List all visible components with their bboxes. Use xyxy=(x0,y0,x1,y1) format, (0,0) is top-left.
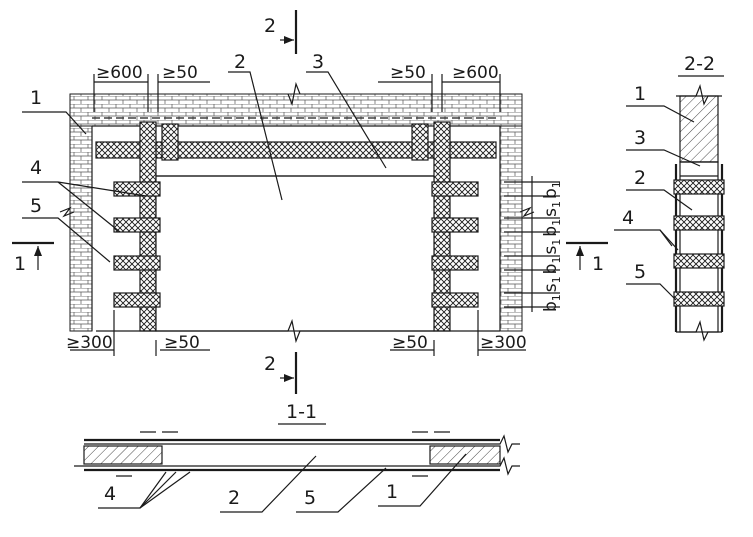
svg-text:b1s1b1s1b1s1b1: b1s1b1s1b1s1b1 xyxy=(541,181,563,312)
right-clamp-3 xyxy=(431,255,479,271)
section-cut-1-right xyxy=(566,241,608,270)
main-callout-4: 4 xyxy=(30,157,42,179)
break-mark-right xyxy=(519,206,535,218)
dim-top-right-50: ≥50 xyxy=(390,63,426,83)
main-callout-1: 1 xyxy=(30,87,42,109)
main-elevation: b1s1b1s1b1s1b1 ≥600 ≥50 ≥50 ≥600 xyxy=(12,10,608,394)
dim-bottom-left-300: ≥300 xyxy=(66,333,113,353)
opening-interior xyxy=(155,175,435,332)
right-clamp-1 xyxy=(431,181,479,197)
s22-callout-4: 4 xyxy=(622,207,634,229)
spacing-dimension xyxy=(504,176,560,312)
dim-bottom-right-300: ≥300 xyxy=(480,333,527,353)
right-clamp-2 xyxy=(431,217,479,233)
s22-break-bottom xyxy=(676,319,722,342)
brick-wall-top xyxy=(69,93,523,127)
section-cut-1-left xyxy=(12,241,54,270)
s22-callout-5: 5 xyxy=(634,261,646,283)
left-clamp-3 xyxy=(113,255,161,271)
section-1-1: 1-1 4 2 5 1 xyxy=(74,401,520,513)
spacing-labels: b1s1b1s1b1s1b1 xyxy=(541,181,563,312)
s22-break-top xyxy=(676,83,722,106)
top-tab-left xyxy=(161,123,179,161)
s11-dash-marks xyxy=(116,431,450,477)
s22-clamp-1 xyxy=(673,179,725,195)
s11-callout-1: 1 xyxy=(386,481,398,503)
dim-bottom-left-50: ≥50 xyxy=(164,333,200,353)
s11-callout-4: 4 xyxy=(104,483,116,505)
cut-1-left-label: 1 xyxy=(14,253,26,275)
top-tab-right xyxy=(411,123,429,161)
s22-callout-3: 3 xyxy=(634,127,646,149)
break-mark-left xyxy=(59,206,75,218)
s22-wall-hatched xyxy=(679,95,719,163)
section-2-2: 2-2 1 3 2 4 5 xyxy=(614,53,725,342)
right-clamp-4 xyxy=(431,292,479,308)
s22-clamp-2 xyxy=(673,215,725,231)
top-mesh-strip xyxy=(95,141,497,159)
s11-callout-2: 2 xyxy=(228,487,240,509)
dim-top-right-600: ≥600 xyxy=(452,63,499,83)
s11-left-pier xyxy=(83,445,163,465)
dim-bottom-right-50: ≥50 xyxy=(392,333,428,353)
brick-wall-right xyxy=(499,125,523,332)
bottom-line xyxy=(96,318,500,344)
s11-top-edge xyxy=(84,434,520,454)
bottom-dimensions xyxy=(70,310,526,356)
main-callout-2: 2 xyxy=(234,51,246,73)
section-1-1-title: 1-1 xyxy=(286,401,317,423)
s11-callout-5: 5 xyxy=(304,487,316,509)
s22-clamp-4 xyxy=(673,291,725,307)
s22-callout-1: 1 xyxy=(634,83,646,105)
break-mark-top xyxy=(287,81,301,107)
s22-callout-2: 2 xyxy=(634,167,646,189)
s11-bottom-edge xyxy=(74,456,520,476)
dim-top-left-50: ≥50 xyxy=(162,63,198,83)
brick-wall-left xyxy=(69,125,93,332)
cut-1-right-label: 1 xyxy=(592,253,604,275)
section-cut-2-top xyxy=(280,10,298,54)
cut-2-top-label: 2 xyxy=(264,15,276,37)
left-clamp-2 xyxy=(113,217,161,233)
section-2-2-title: 2-2 xyxy=(684,53,715,75)
cut-2-bottom-label: 2 xyxy=(264,353,276,375)
top-dimensions xyxy=(93,74,501,112)
dim-top-left-600: ≥600 xyxy=(96,63,143,83)
main-callout-5: 5 xyxy=(30,195,42,217)
left-clamp-4 xyxy=(113,292,161,308)
left-clamp-1 xyxy=(113,181,161,197)
s22-clamp-3 xyxy=(673,253,725,269)
main-callout-3: 3 xyxy=(312,51,324,73)
main-callout-leaders xyxy=(22,71,387,263)
section-cut-2-bottom xyxy=(280,352,298,394)
opening-outline xyxy=(91,125,501,331)
